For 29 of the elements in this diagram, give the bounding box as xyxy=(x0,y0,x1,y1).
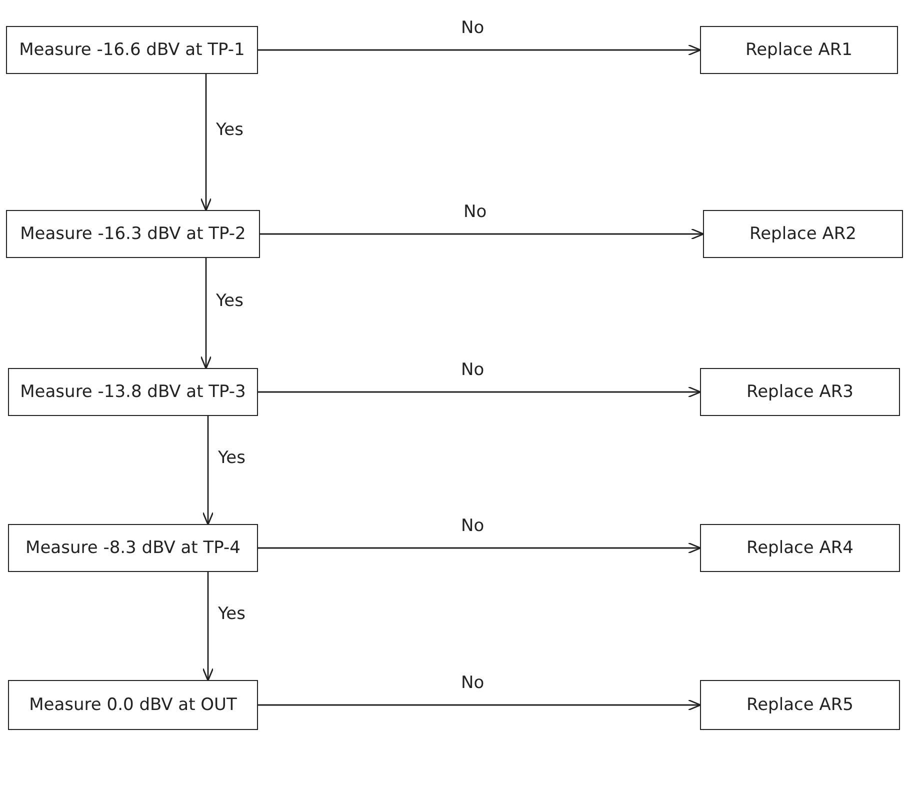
process-box xyxy=(700,524,900,572)
box-label: Replace AR1 xyxy=(746,40,852,60)
box-label: Measure -8.3 dBV at TP-4 xyxy=(26,538,240,558)
box-label: Measure -13.8 dBV at TP-3 xyxy=(20,382,246,402)
arrow xyxy=(260,228,704,240)
process-box xyxy=(8,368,258,416)
box-label: Replace AR5 xyxy=(746,695,854,715)
arrow xyxy=(258,542,702,554)
process-box xyxy=(6,26,258,74)
arrow xyxy=(200,258,212,370)
arrow xyxy=(258,386,702,398)
box-label: Replace AR4 xyxy=(746,538,854,558)
process-box xyxy=(700,26,898,74)
box-label: Measure 0.0 dBV at OUT xyxy=(29,695,237,715)
arrow xyxy=(258,44,702,56)
box-label: Replace AR2 xyxy=(750,224,856,244)
arrow xyxy=(200,74,212,212)
process-box xyxy=(8,524,258,572)
process-box xyxy=(703,210,903,258)
box-label: Replace AR3 xyxy=(746,382,854,402)
arrow xyxy=(202,416,214,526)
box-label: Measure -16.3 dBV at TP-2 xyxy=(20,224,246,244)
process-box xyxy=(6,210,260,258)
arrow xyxy=(202,572,214,682)
process-box xyxy=(700,680,900,730)
arrow xyxy=(258,699,702,711)
process-box xyxy=(700,368,900,416)
box-label: Measure -16.6 dBV at TP-1 xyxy=(19,40,245,60)
process-box xyxy=(8,680,258,730)
